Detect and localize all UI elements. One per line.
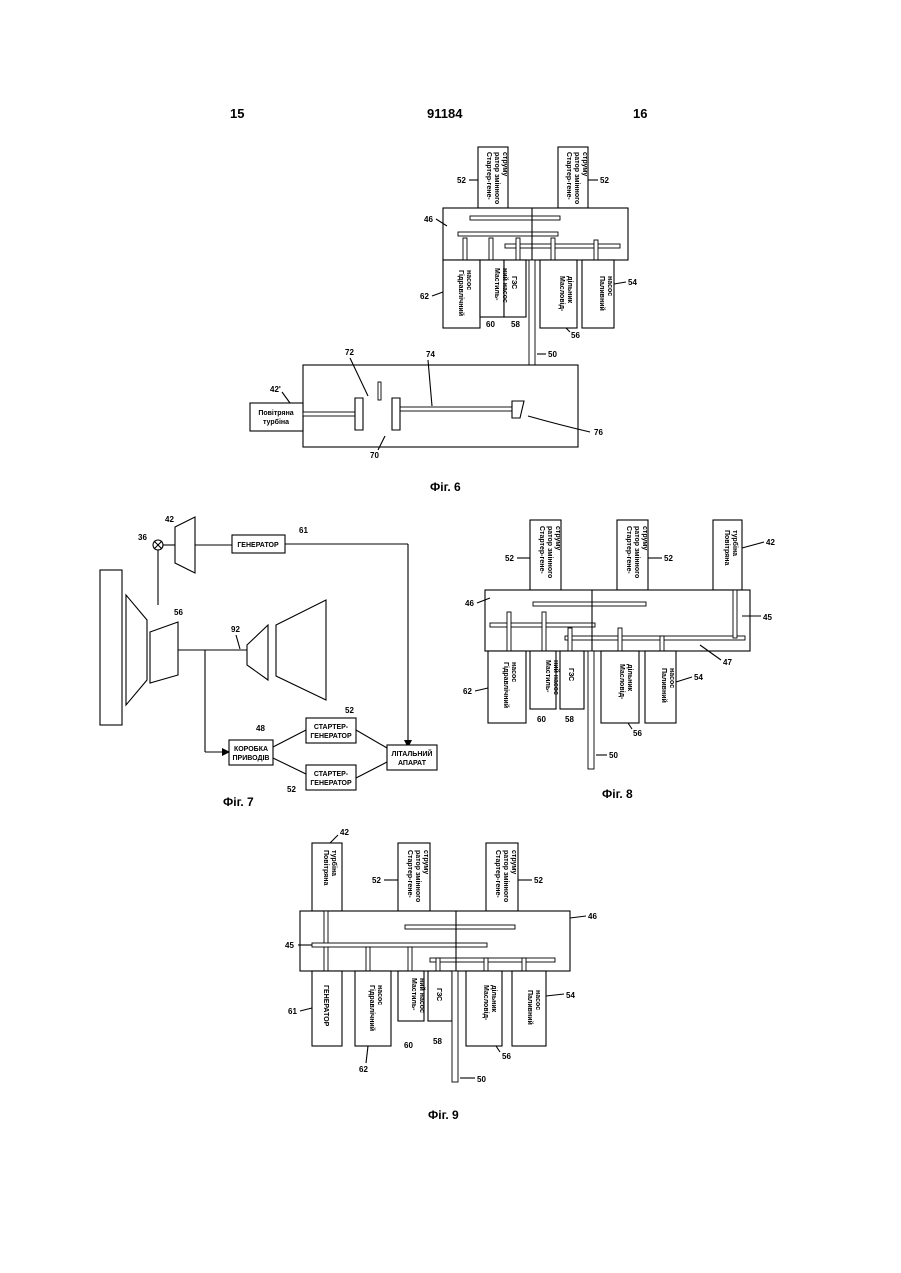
starter-gen-label-1: Стартер-гене- bbox=[494, 850, 501, 898]
starter-gen-label-1: Стартер-гене- bbox=[406, 850, 413, 898]
ref-61: 61 bbox=[288, 1007, 297, 1016]
lube-pump-label-1: Мастиль- bbox=[410, 978, 417, 1011]
ref-54: 54 bbox=[566, 991, 575, 1000]
starter-gen-label-3: струму bbox=[422, 850, 429, 874]
ref-56: 56 bbox=[502, 1052, 511, 1061]
ref-62: 62 bbox=[359, 1065, 368, 1074]
lube-pump-label-2: ний насос bbox=[418, 978, 426, 1013]
ref-46: 46 bbox=[588, 912, 597, 921]
fuel-pump-label-1: Паливний bbox=[526, 990, 534, 1025]
hydraulic-pump-label-2: насос bbox=[376, 985, 383, 1005]
oil-separator-label-1: Масловід- bbox=[482, 985, 490, 1021]
air-turbine-label-1: Повітряна bbox=[322, 850, 330, 885]
figure-9-caption: Фіг. 9 bbox=[428, 1108, 459, 1122]
starter-gen-label-2: ратор змінного bbox=[414, 850, 422, 902]
ref-42: 42 bbox=[340, 828, 349, 837]
air-turbine-label-2: турбіна bbox=[330, 850, 338, 876]
vertical-shaft-50 bbox=[452, 971, 458, 1082]
hydraulic-pump-label-1: Гідравлічний bbox=[368, 985, 376, 1031]
ref-52-left: 52 bbox=[372, 876, 381, 885]
ref-52-right: 52 bbox=[534, 876, 543, 885]
starter-gen-label-2: ратор змінного bbox=[502, 850, 510, 902]
ref-50: 50 bbox=[477, 1075, 486, 1084]
gzs-label: ГЗС bbox=[435, 988, 442, 1001]
starter-gen-label-3: струму bbox=[510, 850, 517, 874]
ref-45: 45 bbox=[285, 941, 294, 950]
oil-separator-label-2: дільник bbox=[490, 985, 498, 1013]
generator-label: ГЕНЕРАТОР bbox=[322, 985, 329, 1027]
fuel-pump-label-2: насос bbox=[534, 990, 541, 1010]
ref-60: 60 bbox=[404, 1041, 413, 1050]
ref-58: 58 bbox=[433, 1037, 442, 1046]
figure-9: Повітрянатурбіна Стартер-гене-ратор змін… bbox=[0, 0, 901, 1110]
